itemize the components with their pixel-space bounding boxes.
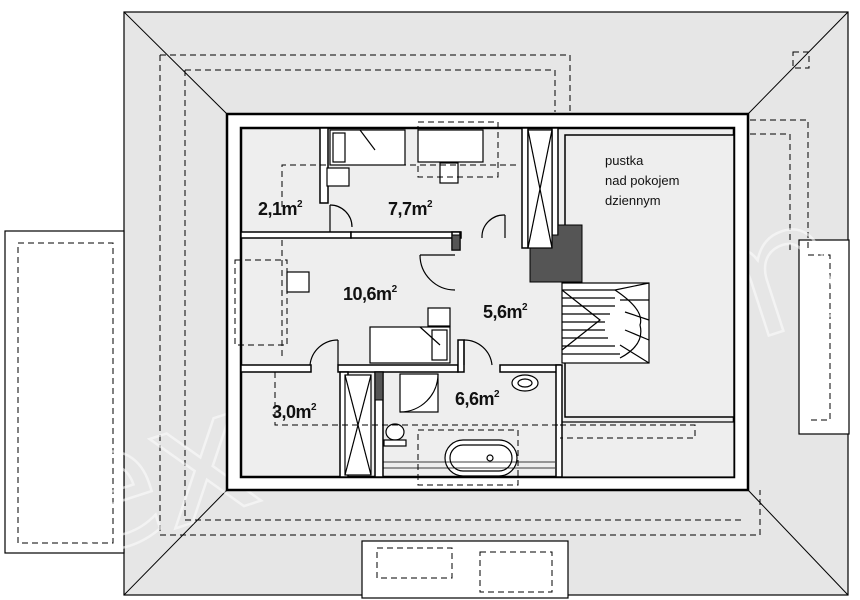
doors	[309, 204, 506, 366]
void-area	[559, 134, 735, 478]
room-labels: 2,1m2 7,7m2 10,6m2 5,6m2 3,0m2 6,6m2	[258, 199, 529, 422]
dashed-projections	[234, 121, 696, 486]
room-label-10-6: 10,6m2	[343, 284, 398, 304]
void-note: pustka nad pokojem dziennym	[605, 153, 679, 208]
room-label-3-0: 3,0m2	[272, 402, 317, 422]
room-label-7-7: 7,7m2	[388, 199, 433, 219]
room-label-2-1: 2,1m2	[258, 199, 303, 219]
void-note-line2: nad pokojem	[605, 173, 679, 188]
chair-icon	[286, 271, 310, 293]
toilet-icon	[385, 423, 405, 441]
void-note-line1: pustka	[605, 153, 644, 168]
room-label-5-6: 5,6m2	[483, 302, 528, 322]
staircase	[561, 282, 650, 364]
desk-icon	[417, 129, 484, 163]
room-label-6-6: 6,6m2	[455, 389, 500, 409]
void-note-line3: dziennym	[605, 193, 661, 208]
furniture	[286, 129, 555, 477]
